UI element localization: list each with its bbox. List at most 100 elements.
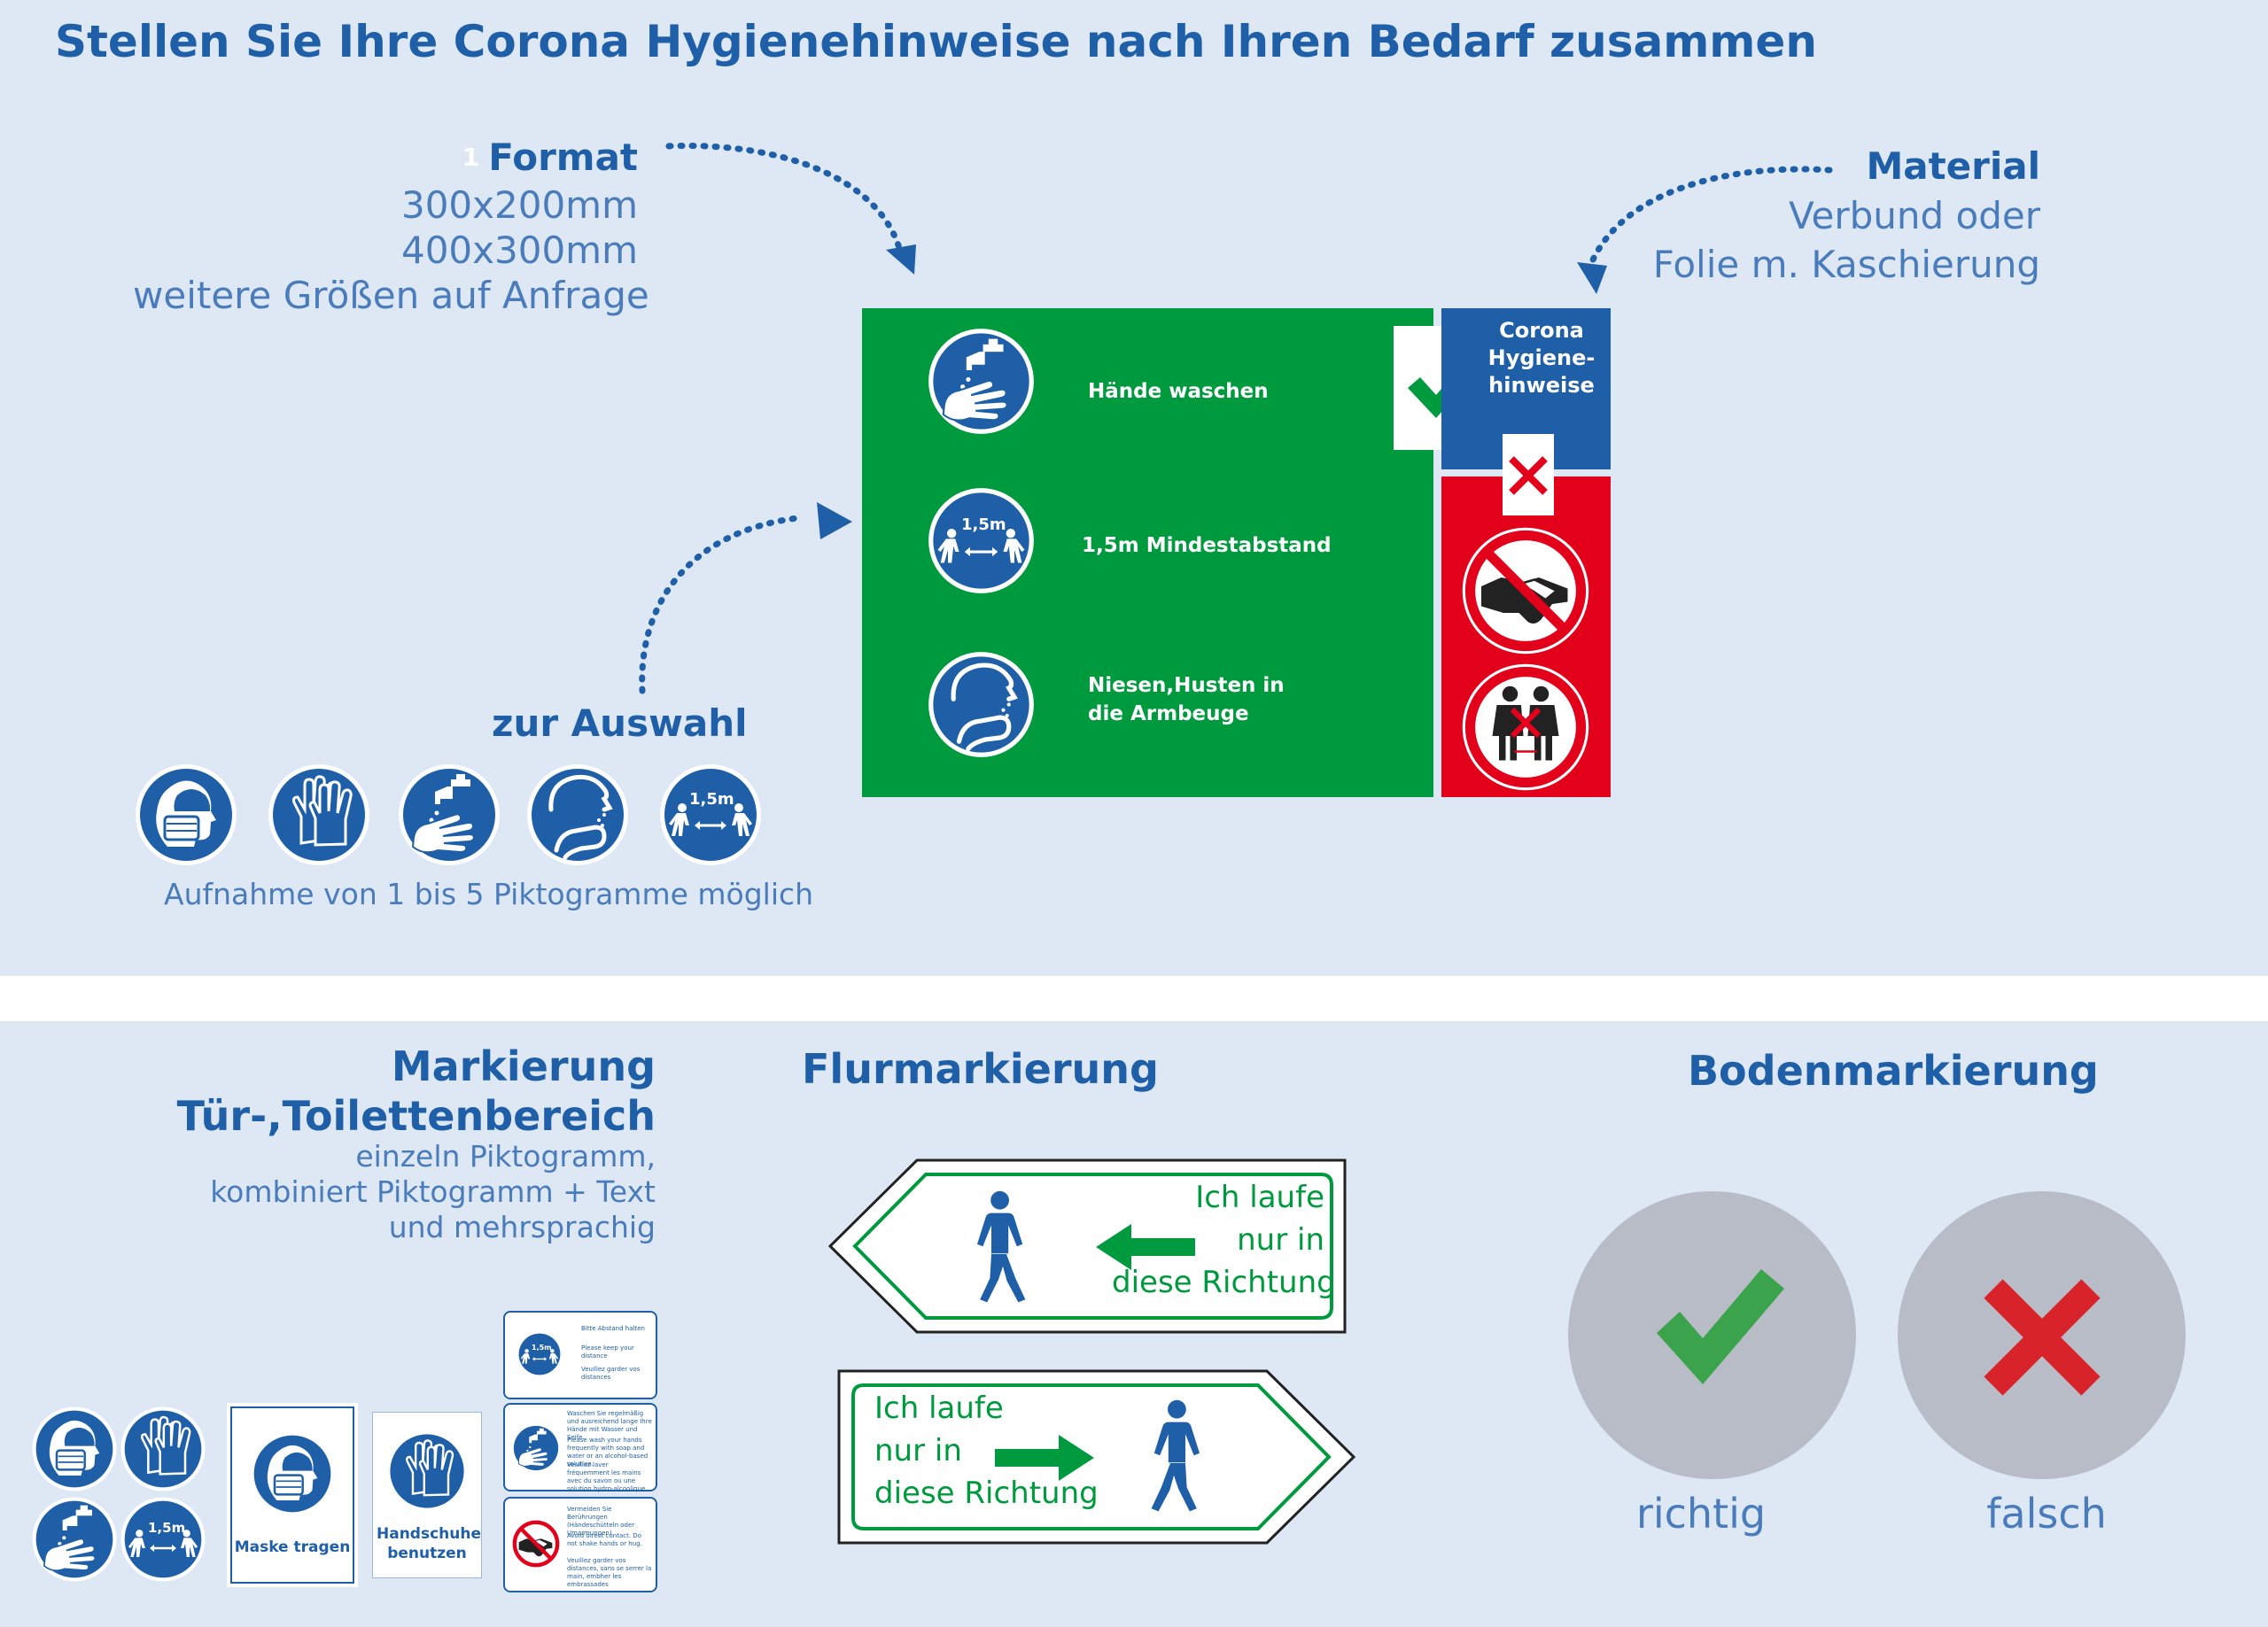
walker-icon [1143, 1394, 1214, 1518]
hand-washing-icon [926, 326, 1037, 437]
distance-label: 1,5m [961, 515, 1006, 534]
no-crowd-icon [1459, 661, 1592, 794]
info-card-text: Veuillez garder vos distances [581, 1366, 641, 1381]
info-card-distance: 1,5m Bitte Abstand halten Please keep yo… [503, 1311, 657, 1399]
format-option: 300x200mm [400, 183, 638, 227]
info-card-text: Waschen Sie regelmäßig und ausreichend l… [567, 1410, 652, 1441]
mask-icon [30, 1405, 119, 1493]
distance-icon: 1,5m [119, 1495, 207, 1584]
arrow-left-icon [1096, 1224, 1195, 1270]
sneeze-elbow-icon[interactable] [524, 762, 631, 868]
hand-washing-icon [510, 1422, 562, 1474]
selection-arrow-line [639, 515, 801, 694]
material-title: Material [1866, 144, 2040, 188]
selection-arrow-head [817, 502, 852, 539]
floor-arrow-text-line: diese Richtung [874, 1476, 1099, 1511]
format-option: 400x300mm [400, 229, 638, 272]
floor-marking-title: Flurmarkierung [802, 1045, 1159, 1093]
selection-note: Aufnahme von 1 bis 5 Piktogramme möglich [164, 877, 814, 911]
format-arrow-head [886, 244, 916, 275]
format-title: 1 Format [133, 133, 638, 182]
sign-header-line: Hygiene- [1487, 345, 1596, 370]
marking-title-line: Tür-,Toilettenbereich [176, 1092, 656, 1140]
distance-label: 1,5m [689, 790, 734, 809]
sign-x-box [1503, 434, 1554, 515]
selection-title: zur Auswahl [492, 701, 748, 745]
card-gloves: Handschuhe benutzen [372, 1412, 482, 1578]
marking-title-line: Markierung [391, 1042, 656, 1090]
info-card-text: Please wash your hands frequently with s… [567, 1437, 649, 1468]
format-step-number: 1 [462, 143, 480, 172]
marking-description-line: kombiniert Piktogramm + Text [210, 1174, 656, 1209]
hand-washing-icon[interactable] [396, 762, 502, 868]
cross-icon [1984, 1279, 2101, 1396]
correct-label: richtig [1635, 1490, 1767, 1538]
material-block: Material Verbund oder Folie m. Kaschieru… [1577, 142, 2040, 289]
format-title-text: Format [488, 136, 638, 179]
sign-header-line: hinweise [1488, 373, 1595, 398]
ground-marking-title: Bodenmarkierung [1688, 1047, 2099, 1095]
sign-header-text: Corona Hygiene- hinweise [1475, 317, 1608, 399]
sign-item-label: Niesen,Husten in die Armbeuge [1088, 674, 1285, 725]
hand-washing-icon [30, 1495, 119, 1584]
arrow-sign-shape [828, 1158, 1347, 1334]
gloves-icon [384, 1429, 470, 1514]
distance-label: 1,5m [148, 1520, 186, 1536]
sign-header-line: Corona [1499, 318, 1584, 343]
floor-arrow-text: Ich laufe nur in diese Richtung [874, 1387, 1099, 1515]
sign-green-panel: Hände waschen 1,5m 1,5m Mindestabstand N… [862, 308, 1433, 797]
marking-title: Markierung Tür-,Toilettenbereich [133, 1042, 656, 1141]
material-option: Folie m. Kaschierung [1652, 243, 2040, 286]
info-card-text: Avoid direct contact. Do not shake hands… [567, 1532, 642, 1547]
info-card-text: Vermeiden Sie Berührungen (Händeschüttel… [567, 1506, 635, 1537]
card-caption: Maske tragen [234, 1538, 351, 1556]
sign-item-label: Hände waschen [1088, 380, 1269, 403]
sneeze-elbow-icon [926, 649, 1037, 760]
info-card-text: Veuillez garder vos distances, sans se s… [567, 1557, 652, 1588]
floor-arrow-text-line: nur in [1237, 1222, 1324, 1258]
info-card-text: Bitte Abstand halten [581, 1325, 645, 1332]
card-mask: Maske tragen [230, 1406, 354, 1584]
arrow-sign-shape [837, 1369, 1355, 1545]
page-title: Stellen Sie Ihre Corona Hygienehinweise … [55, 16, 1817, 67]
floor-arrow-text-line: Ich laufe [874, 1391, 1004, 1426]
floor-arrow-sign-right: Ich laufe nur in diese Richtung [837, 1369, 1355, 1545]
check-icon [1657, 1269, 1784, 1384]
material-option: Verbund oder [1789, 194, 2040, 237]
mask-icon [248, 1429, 337, 1518]
correct-circle [1568, 1191, 1856, 1479]
info-card-text: Please keep your distance [581, 1344, 634, 1360]
marking-description-line: einzeln Piktogramm, [355, 1139, 656, 1174]
wrong-circle [1898, 1191, 2186, 1479]
material-arrow-line [1587, 166, 1833, 269]
info-card-handwash: Waschen Sie regelmäßig und ausreichend l… [503, 1403, 657, 1492]
material-arrow-head [1577, 262, 1607, 294]
mask-icon[interactable] [133, 762, 239, 868]
no-handshake-icon [510, 1518, 562, 1569]
distance-icon[interactable]: 1,5m [657, 762, 764, 868]
floor-arrow-text: Ich laufe nur in diese Richtung [1112, 1176, 1336, 1304]
gloves-icon[interactable] [266, 762, 372, 868]
floor-arrow-text-line: nur in [874, 1433, 962, 1468]
wrong-label: falsch [1986, 1490, 2107, 1538]
floor-arrow-sign-left: Ich laufe nur in diese Richtung [828, 1158, 1347, 1334]
walker-icon [963, 1185, 1034, 1309]
distance-icon: 1,5m [516, 1330, 563, 1378]
dotted-arrows [639, 143, 1833, 694]
cross-icon [1509, 456, 1548, 495]
card-caption: Handschuhe benutzen [377, 1525, 482, 1562]
marking-description: einzeln Piktogramm, kombiniert Piktogram… [133, 1139, 656, 1245]
sign-red-panel [1441, 476, 1611, 797]
floor-arrow-text-line: Ich laufe [1195, 1180, 1324, 1215]
marking-description-line: und mehrsprachig [388, 1210, 656, 1244]
floor-arrow-text-line: diese Richtung [1112, 1265, 1336, 1300]
info-card-text: Veuillez laver fréquemment les mains ave… [567, 1461, 646, 1492]
distance-label: 1,5m [532, 1344, 552, 1352]
distance-icon: 1,5m [926, 485, 1037, 596]
info-card-no-handshake: Vermeiden Sie Berührungen (Händeschüttel… [503, 1497, 657, 1592]
arrow-right-icon [995, 1435, 1094, 1481]
gloves-icon [119, 1405, 207, 1493]
no-handshake-icon [1459, 524, 1592, 657]
format-arrow-line [665, 143, 903, 252]
